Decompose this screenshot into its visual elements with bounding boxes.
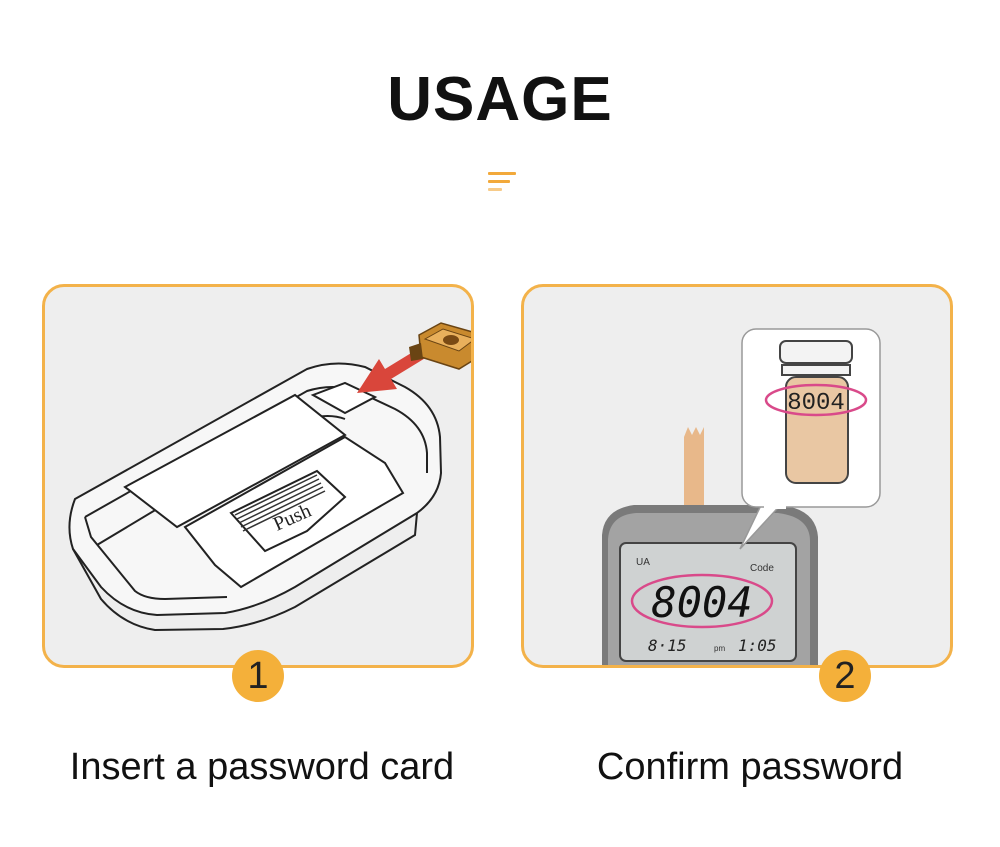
page-title: USAGE: [387, 65, 613, 134]
display-mode: Code: [750, 563, 774, 574]
display-ampm: pm: [714, 644, 725, 653]
display-time: 1:05: [738, 636, 777, 655]
step-1-caption: Insert a password card: [69, 746, 455, 788]
display-code: 8004: [651, 578, 752, 627]
display-highlight-ring: [630, 573, 774, 629]
vial-code: 8004: [787, 390, 845, 417]
step-2-caption: Confirm password: [596, 746, 904, 788]
step-2-badge: 2: [819, 650, 871, 702]
menu-lines-icon: [486, 172, 520, 192]
glucose-meter-icon: [602, 505, 818, 665]
insert-arrow-icon: [357, 347, 427, 393]
test-strip-icon: [684, 427, 704, 507]
step-1-panel: Push: [42, 284, 474, 668]
step-2-panel: 8004 UA Code 8004 8·15 pm 1:05: [521, 284, 953, 668]
step-1-badge: 1: [232, 650, 284, 702]
step-2-illustration: 8004 UA Code 8004 8·15 pm 1:05: [602, 328, 881, 665]
password-card-icon: [409, 322, 471, 370]
glucose-meter-icon: [68, 362, 443, 632]
test-strip-vial-icon: [741, 328, 881, 509]
display-unit: UA: [636, 557, 650, 568]
display-date: 8·15: [648, 636, 687, 655]
step-1-illustration: Push: [68, 322, 471, 632]
